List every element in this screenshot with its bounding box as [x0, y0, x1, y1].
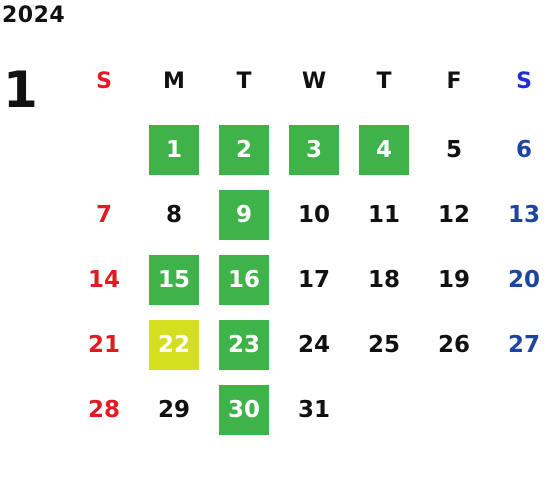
day-number: 24 — [297, 331, 330, 358]
day-number: 25 — [367, 331, 400, 358]
calendar-day-29: 29 — [139, 385, 209, 450]
day-number: 29 — [157, 396, 190, 423]
day-number: 30 — [219, 385, 269, 435]
calendar-day-2: 2 — [209, 125, 279, 190]
weekday-header-row: S M T W T F S — [69, 62, 548, 102]
calendar-day-16: 16 — [209, 255, 279, 320]
calendar-day-27: 27 — [489, 320, 548, 385]
day-number: 3 — [289, 125, 339, 175]
calendar-day-7: 7 — [69, 190, 139, 255]
day-number: 10 — [297, 201, 330, 228]
day-number: 20 — [507, 266, 540, 293]
calendar-day-25: 25 — [349, 320, 419, 385]
day-number: 8 — [165, 201, 182, 228]
calendar-day-1: 1 — [139, 125, 209, 190]
calendar-day-31: 31 — [279, 385, 349, 450]
day-number: 28 — [87, 396, 120, 423]
day-number: 6 — [515, 136, 532, 163]
day-number: 18 — [367, 266, 400, 293]
calendar-day-12: 12 — [419, 190, 489, 255]
calendar-day-30: 30 — [209, 385, 279, 450]
day-number: 19 — [437, 266, 470, 293]
calendar-day-24: 24 — [279, 320, 349, 385]
weekday-monday: M — [163, 69, 185, 94]
weekday-friday: F — [446, 69, 462, 94]
calendar-day-5: 5 — [419, 125, 489, 190]
day-number: 2 — [219, 125, 269, 175]
weekday-tuesday: T — [236, 69, 252, 94]
calendar-day-15: 15 — [139, 255, 209, 320]
calendar-day-6: 6 — [489, 125, 548, 190]
day-number: 5 — [445, 136, 462, 163]
day-number: 13 — [507, 201, 540, 228]
day-number: 11 — [367, 201, 400, 228]
day-number: 15 — [149, 255, 199, 305]
calendar-day-20: 20 — [489, 255, 548, 320]
calendar-day-28: 28 — [69, 385, 139, 450]
day-number — [79, 125, 129, 175]
day-number: 31 — [297, 396, 330, 423]
day-number: 17 — [297, 266, 330, 293]
calendar-day-10: 10 — [279, 190, 349, 255]
calendar-day-9: 9 — [209, 190, 279, 255]
weekday-thursday: T — [376, 69, 392, 94]
day-number: 26 — [437, 331, 470, 358]
calendar-day-4: 4 — [349, 125, 419, 190]
calendar-day-19: 19 — [419, 255, 489, 320]
calendar-day-11: 11 — [349, 190, 419, 255]
calendar-day-13: 13 — [489, 190, 548, 255]
day-number: 23 — [219, 320, 269, 370]
day-number: 27 — [507, 331, 540, 358]
day-number: 7 — [95, 201, 112, 228]
calendar-day-3: 3 — [279, 125, 349, 190]
day-number: 12 — [437, 201, 470, 228]
day-number: 14 — [87, 266, 120, 293]
calendar-day-23: 23 — [209, 320, 279, 385]
day-number: 1 — [149, 125, 199, 175]
day-number: 4 — [359, 125, 409, 175]
day-number: 21 — [87, 331, 120, 358]
calendar-day-18: 18 — [349, 255, 419, 320]
day-number: 22 — [149, 320, 199, 370]
year-label: 2024 — [2, 3, 66, 28]
weekday-saturday: S — [516, 69, 532, 94]
calendar-day-17: 17 — [279, 255, 349, 320]
day-number: 16 — [219, 255, 269, 305]
month-number: 1 — [3, 61, 38, 119]
day-number: 9 — [219, 190, 269, 240]
weekday-wednesday: W — [301, 69, 327, 94]
calendar-day-21: 21 — [69, 320, 139, 385]
calendar-day-empty — [69, 125, 139, 190]
calendar-day-8: 8 — [139, 190, 209, 255]
calendar-day-14: 14 — [69, 255, 139, 320]
calendar-day-22: 22 — [139, 320, 209, 385]
calendar-day-26: 26 — [419, 320, 489, 385]
weekday-sunday: S — [96, 69, 112, 94]
